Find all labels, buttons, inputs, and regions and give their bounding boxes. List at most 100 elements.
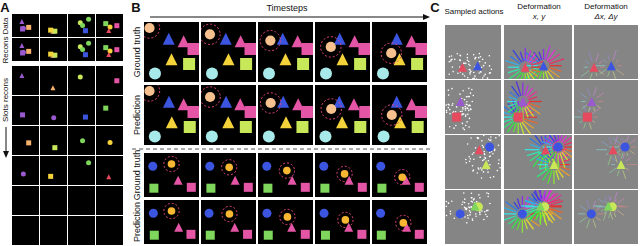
deformation-vector: [540, 212, 541, 225]
action-dot: [466, 104, 468, 106]
object-shape: [21, 26, 26, 31]
object-shape: [539, 61, 548, 70]
image-cell: [258, 85, 313, 145]
object-shape: [411, 58, 423, 70]
action-dot: [469, 161, 471, 163]
deformation-vector: [616, 69, 624, 75]
object-shape: [263, 184, 272, 193]
action-dot: [490, 72, 492, 74]
image-cell: [315, 153, 370, 197]
action-dot: [470, 92, 472, 94]
cell-ground: [201, 153, 256, 197]
image-cell: [372, 22, 427, 82]
action-dot: [492, 153, 494, 155]
deformation-vector: [524, 116, 537, 117]
action-dot: [470, 137, 472, 139]
deformation-vector: [597, 105, 601, 108]
cell-ground: [12, 14, 39, 37]
cell-ground: [96, 66, 123, 95]
object-shape: [377, 184, 386, 193]
action-dot: [473, 152, 475, 154]
deformation-vector: [597, 93, 605, 98]
action-dot: [491, 68, 493, 70]
deformation-vector: [508, 103, 517, 106]
deformation-vector: [601, 141, 608, 146]
object-shape: [243, 230, 252, 239]
cell-ground: [96, 216, 123, 245]
object-shape: [114, 23, 119, 28]
action-dot: [445, 104, 447, 106]
cell-ground: [96, 156, 123, 185]
image-cell: [144, 85, 199, 145]
action-dot: [490, 136, 492, 138]
cell-ground: [201, 200, 256, 244]
object-shape: [186, 230, 195, 239]
action-dot: [472, 165, 474, 167]
image-cell: [445, 25, 501, 79]
action-dot: [455, 111, 457, 113]
deformation-vector: [593, 205, 602, 206]
object-shape: [607, 61, 616, 70]
deformation-vector: [613, 200, 617, 203]
action-dot: [471, 197, 473, 199]
arrow-head: [3, 151, 9, 158]
action-dot: [468, 88, 470, 90]
action-dot: [489, 65, 491, 67]
object-shape: [320, 209, 329, 218]
image-cell: [201, 200, 256, 244]
deformation-vector: [523, 121, 534, 129]
action-dot: [451, 88, 453, 90]
object-shape: [50, 85, 55, 90]
cell-ground: [201, 85, 256, 145]
deformation-vector: [544, 190, 553, 201]
arrow-head: [423, 14, 430, 20]
deformation-vector: [507, 101, 517, 102]
object-shape: [456, 209, 465, 218]
cell-ground: [12, 156, 39, 185]
image-cell: [372, 200, 427, 244]
object-shape: [52, 145, 57, 150]
deformation-vector: [596, 208, 600, 211]
image-cell: [12, 156, 39, 185]
action-dot: [448, 61, 450, 63]
deformation-vector: [595, 65, 605, 66]
deformation-vector: [584, 123, 586, 129]
column-header: Deformation: [584, 3, 628, 11]
object-shape: [482, 160, 491, 169]
cell-ground: [144, 22, 199, 82]
action-dot: [483, 65, 485, 67]
deformation-vector: [517, 199, 520, 209]
image-cell: [372, 85, 427, 145]
action-dot: [446, 215, 448, 217]
image-cell: [12, 126, 39, 155]
deformation-vector: [618, 155, 619, 158]
action-dot: [489, 155, 491, 157]
deformation-vector: [543, 72, 544, 79]
deformation-vector: [578, 110, 583, 114]
cell-ground: [372, 22, 427, 82]
action-dot: [487, 171, 489, 173]
image-cell: [68, 126, 95, 155]
object-shape: [150, 231, 159, 240]
cell-ground: [68, 156, 95, 185]
deformation-vector: [621, 153, 623, 159]
action-dot: [466, 121, 468, 123]
action-dot: [487, 160, 489, 162]
cell-ground: [258, 153, 313, 197]
action-dot: [464, 99, 466, 101]
deformation-vector: [605, 196, 606, 200]
action-dot: [487, 210, 489, 212]
cell-ground: [504, 80, 572, 134]
object-shape: [302, 43, 314, 55]
action-dot: [467, 57, 469, 59]
object-shape: [230, 223, 239, 232]
tracking-circle: [222, 206, 237, 221]
object-shape: [359, 43, 371, 55]
deformation-vector: [627, 164, 637, 165]
object-shape: [475, 145, 484, 154]
deformation-vector: [547, 50, 555, 61]
object-shape: [83, 52, 88, 57]
image-cell: [68, 14, 95, 37]
object-shape: [48, 52, 53, 57]
action-dot: [482, 160, 484, 162]
